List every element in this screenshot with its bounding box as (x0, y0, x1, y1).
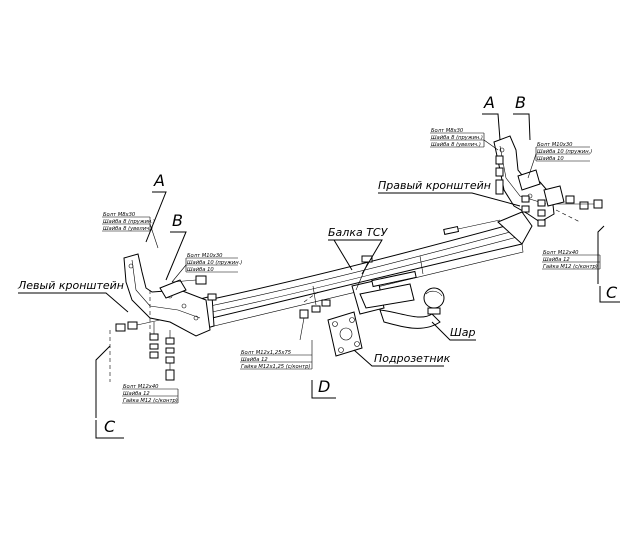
spec-line: Шайба 12 (123, 391, 150, 397)
spec-right-b: Болт М10х30 Шайба 10 (пружин.) Шайба 10 (527, 142, 592, 179)
spec-line: Болт М10х30 (537, 142, 573, 148)
ball-mount (351, 255, 445, 329)
spec-line: Шайба 8 (увелич.) (103, 226, 153, 232)
view-letter: A (483, 93, 495, 112)
spec-left-c: Болт М12х40 Шайба 12 Гайка М12 (с/контр) (122, 384, 179, 404)
label-beam: Балка ТСУ (328, 226, 389, 275)
view-marker-b-left: B (165, 211, 187, 281)
left-bracket (123, 253, 211, 337)
label-ball: Шар (431, 321, 476, 341)
view-marker-c-left: C (95, 417, 124, 439)
view-letter: D (318, 377, 330, 396)
spec-line: Шайба 12 (543, 257, 570, 263)
spec-line: Шайба 10 (537, 156, 564, 162)
c-left-leader (95, 345, 111, 418)
spec-left-b: Болт М10х30 Шайба 10 (пружин.) Шайба 10 (171, 253, 242, 283)
spec-line: Шайба 10 (187, 267, 214, 273)
spec-line: Гайка М12 (с/контр) (543, 264, 598, 270)
view-marker-c-right: C (599, 283, 620, 303)
socket-plate-label: Подрозетник (374, 352, 451, 365)
view-letter: C (104, 417, 116, 436)
view-letter: B (172, 211, 183, 230)
spec-right-c: Болт М12х40 Шайба 12 Гайка М12 (с/контр) (542, 250, 601, 270)
spec-line: Шайба 8 (пружин.) (103, 219, 155, 225)
spec-line: Болт М12х40 (123, 384, 159, 390)
right-bracket-label: Правый кронштейн (378, 179, 491, 192)
spec-line: Шайба 12 (241, 357, 268, 363)
spec-line: Болт М12х40 (543, 250, 579, 256)
label-socket-plate: Подрозетник (353, 349, 451, 367)
spec-line: Болт М12х1,25х75 (241, 350, 292, 356)
left-fasteners (109, 275, 217, 382)
spec-line: Шайба 8 (увелич.) (431, 142, 481, 148)
label-left-bracket: Левый кронштейн (17, 279, 129, 313)
view-marker-a-left: A (145, 171, 167, 243)
view-marker-b-right: B (513, 93, 531, 141)
spec-line: Болт М8х30 (431, 128, 464, 134)
view-letter: C (606, 283, 618, 302)
right-fasteners (443, 155, 603, 235)
view-marker-a-right: A (482, 93, 501, 141)
d-fasteners (299, 291, 331, 341)
spec-left-a: Болт М8х30 Шайба 8 (пружин.) Шайба 8 (ув… (102, 212, 159, 249)
spec-d: Болт М12х1,25х75 Шайба 12 Гайка М12х1,25… (240, 340, 313, 370)
spec-line: Гайка М12 (с/контр) (123, 398, 178, 404)
c-right-leader (597, 225, 605, 284)
ball-label: Шар (450, 326, 476, 339)
left-bracket-label: Левый кронштейн (17, 279, 124, 292)
spec-line: Шайба 10 (пружин.) (537, 149, 592, 155)
spec-line: Болт М10х30 (187, 253, 223, 259)
view-letter: B (515, 93, 526, 112)
spec-line: Шайба 10 (пружин.) (187, 260, 242, 266)
socket-plate (327, 311, 363, 357)
beam-label: Балка ТСУ (328, 226, 389, 239)
view-marker-d: D (311, 377, 336, 399)
spec-right-a: Болт М8х30 Шайба 8 (пружин.) Шайба 8 (ув… (430, 128, 499, 151)
view-letter: A (153, 171, 165, 190)
spec-line: Гайка М12х1,25 (с/контр) (241, 364, 310, 370)
spec-line: Болт М8х30 (103, 212, 136, 218)
spec-line: Шайба 8 (пружин.) (431, 135, 483, 141)
label-right-bracket: Правый кронштейн (378, 179, 521, 207)
